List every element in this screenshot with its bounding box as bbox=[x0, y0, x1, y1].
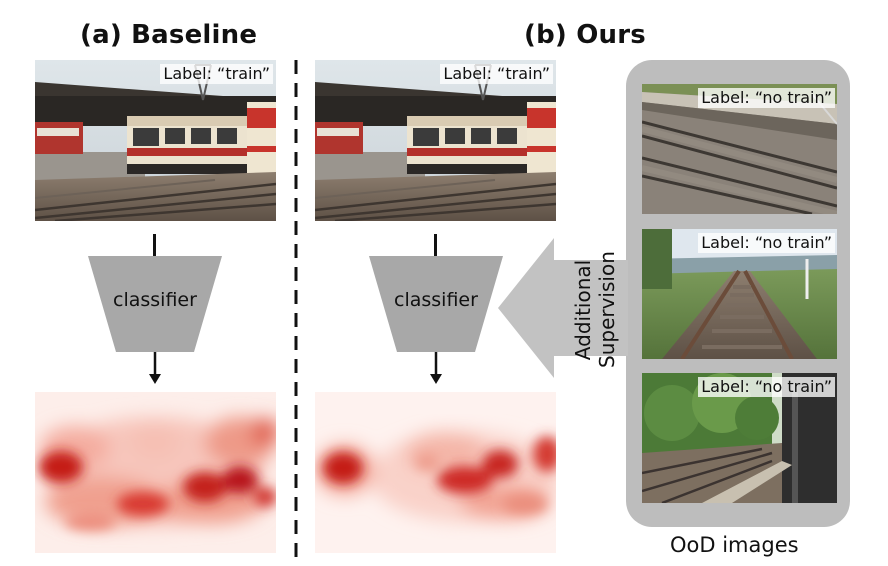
ood-image-1-label: Label: “no train” bbox=[698, 88, 835, 108]
supervision-arrow bbox=[498, 238, 628, 378]
baseline-title: (a) Baseline bbox=[80, 20, 258, 50]
ood-images-caption: OoD images bbox=[670, 533, 799, 557]
ood-image-2: Label: “no train” bbox=[642, 229, 837, 359]
ours-title: (b) Ours bbox=[524, 20, 646, 50]
ours-heatmap bbox=[315, 392, 556, 553]
baseline-classifier-block bbox=[88, 256, 222, 352]
baseline-classifier-label: classifier bbox=[113, 289, 197, 311]
ours-classifier-block bbox=[369, 256, 503, 352]
ours-classifier-label: classifier bbox=[394, 289, 478, 311]
ours-train-image: Label: “train” bbox=[315, 60, 556, 221]
ood-image-2-label: Label: “no train” bbox=[698, 233, 835, 253]
ood-image-3-label: Label: “no train” bbox=[698, 377, 835, 397]
ours-input-connector bbox=[434, 234, 437, 256]
baseline-image-label: Label: “train” bbox=[160, 64, 273, 84]
baseline-train-image: Label: “train” bbox=[35, 60, 276, 221]
baseline-input-connector bbox=[153, 234, 156, 256]
supervision-line-2: Supervision bbox=[595, 251, 619, 368]
supervision-line-1: Additional bbox=[571, 259, 595, 361]
baseline-heatmap bbox=[35, 392, 276, 553]
ood-image-3: Label: “no train” bbox=[642, 373, 837, 503]
ood-image-1: Label: “no train” bbox=[642, 84, 837, 214]
ours-output-arrow bbox=[430, 352, 442, 384]
dashed-divider bbox=[294, 60, 298, 560]
supervision-label: Additional Supervision bbox=[571, 251, 619, 368]
ours-image-label: Label: “train” bbox=[440, 64, 553, 84]
baseline-output-arrow bbox=[149, 352, 161, 384]
